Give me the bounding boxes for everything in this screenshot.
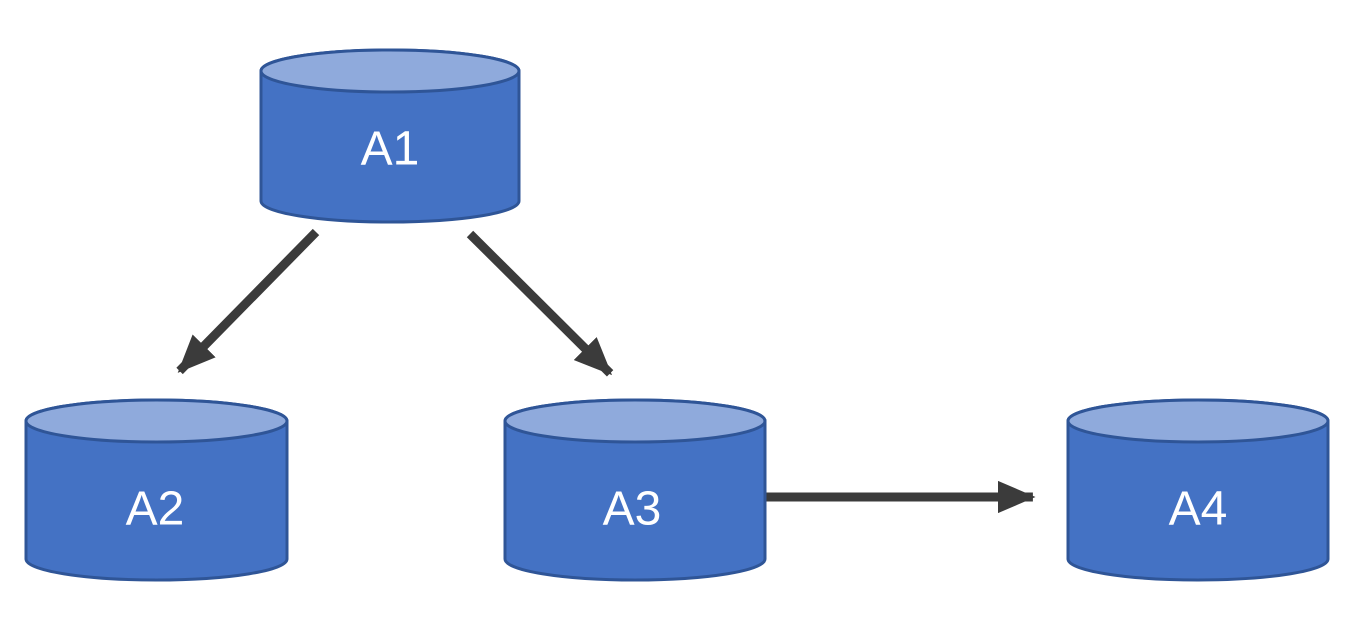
edges-layer [176,228,1036,514]
node-a2[interactable]: A2 [24,398,289,582]
cylinder-top-a4 [1066,398,1330,444]
node-label-a3: A3 [603,483,662,536]
node-label-a1: A1 [361,123,420,176]
cylinder-top-a1 [259,48,521,94]
cylinder-top-a3 [503,398,767,444]
node-label-a4: A4 [1169,483,1228,536]
node-label-a2: A2 [126,483,185,536]
node-a3[interactable]: A3 [503,398,767,582]
node-a4[interactable]: A4 [1066,398,1330,582]
edge-a1-a2[interactable] [176,228,320,375]
node-a1[interactable]: A1 [259,48,521,224]
cylinder-top-a2 [24,398,289,444]
edge-a1-a3[interactable] [466,230,614,377]
